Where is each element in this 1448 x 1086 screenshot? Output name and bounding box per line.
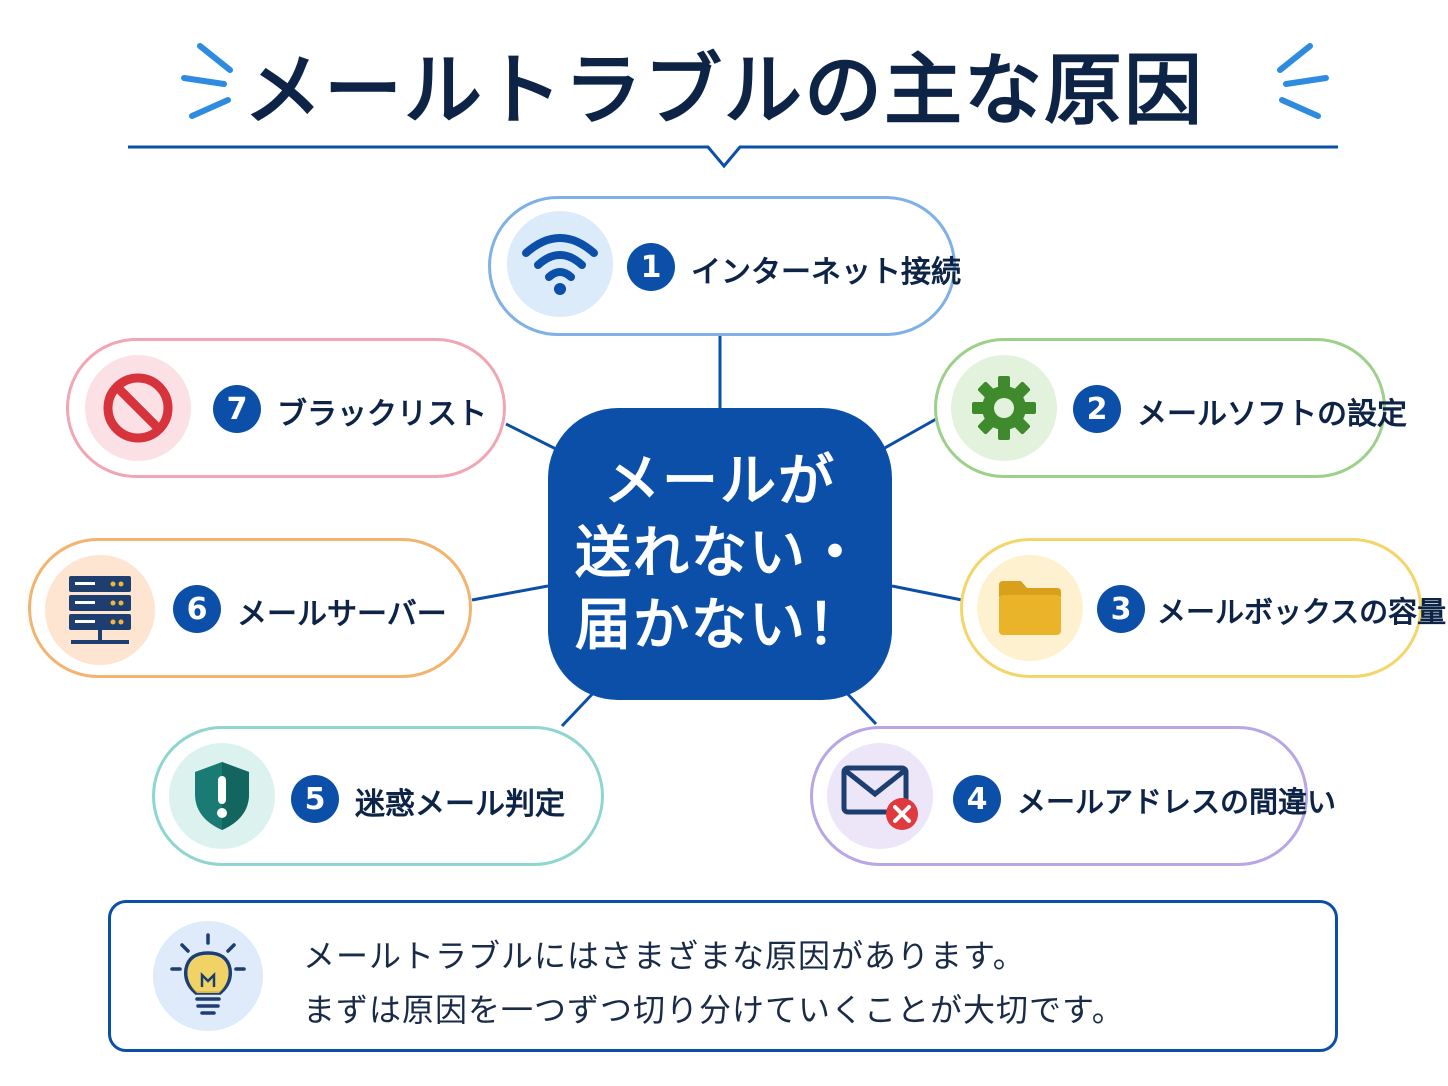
cause-number: 5	[291, 775, 339, 823]
cause-number: 7	[213, 385, 261, 433]
wifi-icon	[507, 211, 613, 317]
cause-label: インターネット接続	[691, 255, 961, 290]
cause-node-mail-software: 2 メールソフトの設定	[934, 338, 1407, 478]
advice-note: メールトラブルにはさまざまな原因があります。 まずは原因を一つずつ切り分けていく…	[108, 900, 1338, 1052]
cause-number: 4	[953, 775, 1001, 823]
lightbulb-icon	[153, 921, 263, 1031]
note-line-1: メールトラブルにはさまざまな原因があります。	[303, 937, 1026, 975]
page-title: メールトラブルの主な原因	[243, 46, 1204, 136]
title-divider	[128, 145, 1338, 169]
note-line-2: まずは原因を一つずつ切り分けていくことが大切です。	[303, 991, 1125, 1029]
folder-icon	[977, 555, 1083, 661]
cause-node-mail-server: 6 メールサーバー	[28, 538, 472, 678]
cause-node-internet: 1 インターネット接続	[488, 196, 961, 336]
cause-label: メールサーバー	[237, 597, 447, 632]
gear-icon	[951, 355, 1057, 461]
mail-error-icon	[827, 743, 933, 849]
cause-label: メールアドレスの間違い	[1017, 785, 1337, 819]
server-icon	[45, 555, 155, 665]
cause-label: 迷惑メール判定	[355, 787, 565, 822]
prohibited-icon	[85, 355, 191, 461]
cause-label: ブラックリスト	[277, 397, 487, 432]
center-line-3: 届かない！	[575, 593, 865, 658]
cause-number: 3	[1097, 585, 1145, 633]
cause-number: 6	[173, 585, 221, 633]
sparkle-left-icon	[181, 43, 233, 119]
cause-label: メールソフトの設定	[1137, 397, 1407, 432]
cause-node-blacklist: 7 ブラックリスト	[66, 338, 506, 478]
center-line-1: メールが	[604, 449, 836, 514]
cause-label: メールボックスの容量	[1157, 595, 1447, 629]
center-line-2: 送れない・	[575, 521, 865, 586]
cause-number: 1	[627, 243, 675, 291]
cause-number: 2	[1073, 385, 1121, 433]
shield-icon	[169, 743, 275, 849]
sparkle-right-icon	[1277, 43, 1329, 119]
cause-node-spam-filter: 5 迷惑メール判定	[152, 726, 604, 866]
cause-node-address-error: 4 メールアドレスの間違い	[810, 726, 1336, 866]
cause-node-mailbox-capacity: 3 メールボックスの容量	[960, 538, 1446, 678]
center-problem-box: メールが 送れない・ 届かない！	[548, 408, 892, 700]
